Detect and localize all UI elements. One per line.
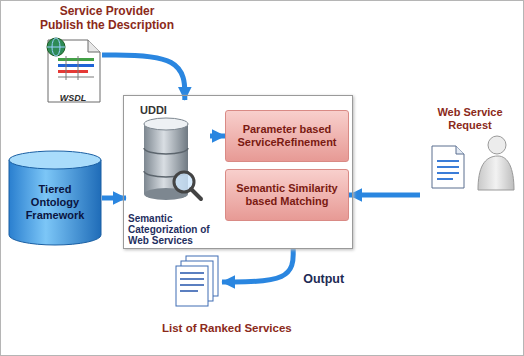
globe-equator [47, 47, 65, 48]
grid-stripe [58, 58, 94, 61]
database-band [144, 148, 188, 154]
node-text: Semantic Similarity based Matching [231, 182, 343, 208]
node-text: Semantic Categorization of Web Services [128, 213, 210, 246]
grid-line [58, 77, 94, 78]
cylinder-top [9, 151, 101, 169]
node-text: Web Service Request [420, 106, 520, 132]
edge-label: Output [301, 272, 346, 286]
person-body [478, 156, 514, 190]
text-line [180, 278, 204, 280]
database-top [144, 118, 188, 130]
grid-stripe [58, 64, 94, 67]
cylinder-body [9, 160, 101, 245]
text-line [437, 160, 459, 162]
flow-arrow [210, 134, 225, 139]
request-icon [432, 136, 514, 190]
node-text: UDDI [140, 104, 167, 116]
text-line [437, 172, 459, 174]
person-head [488, 136, 506, 154]
process-box: Semantic Similarity based Matching [225, 169, 349, 221]
uddi-database: UDDI Semantic Categorization of Web Servi… [126, 100, 210, 248]
ranked-services: List of Ranked Services [174, 254, 222, 310]
stacked-page [176, 266, 208, 306]
text-line [180, 284, 204, 286]
node-text: Parameter based ServiceRefinement [231, 123, 343, 149]
wsdl-document: WSDL [44, 38, 102, 106]
document-stack-icon [176, 256, 218, 306]
page-fold [88, 40, 100, 52]
magnifier-handle [191, 189, 201, 199]
grid-line [78, 56, 79, 80]
node-text: Tiered Ontology Framework [14, 183, 96, 222]
uddi-frame: UDDI Semantic Categorization of Web Servi… [123, 95, 353, 249]
text-line [437, 166, 459, 168]
process-box: Parameter based ServiceRefinement [225, 110, 349, 162]
request-document [432, 146, 464, 188]
node-text: List of Ranked Services [162, 322, 292, 334]
text-line [180, 290, 198, 292]
ontology-cylinder: Tiered Ontology Framework [8, 150, 102, 246]
wsdl-icon [47, 38, 100, 102]
service-request: Web Service Request [420, 104, 520, 198]
text-line [437, 178, 453, 180]
flow-arrow [102, 55, 185, 100]
page-fold [456, 146, 464, 154]
grid-stripe [58, 70, 88, 73]
flow-arrow [349, 193, 420, 198]
grid-line [66, 56, 67, 80]
flow-arrow [222, 249, 293, 282]
globe [47, 38, 65, 56]
database-icon [144, 118, 201, 200]
node-text: WSDL [44, 93, 102, 103]
title-label: Service Provider Publish the Description [22, 4, 192, 32]
text-line [180, 272, 204, 274]
